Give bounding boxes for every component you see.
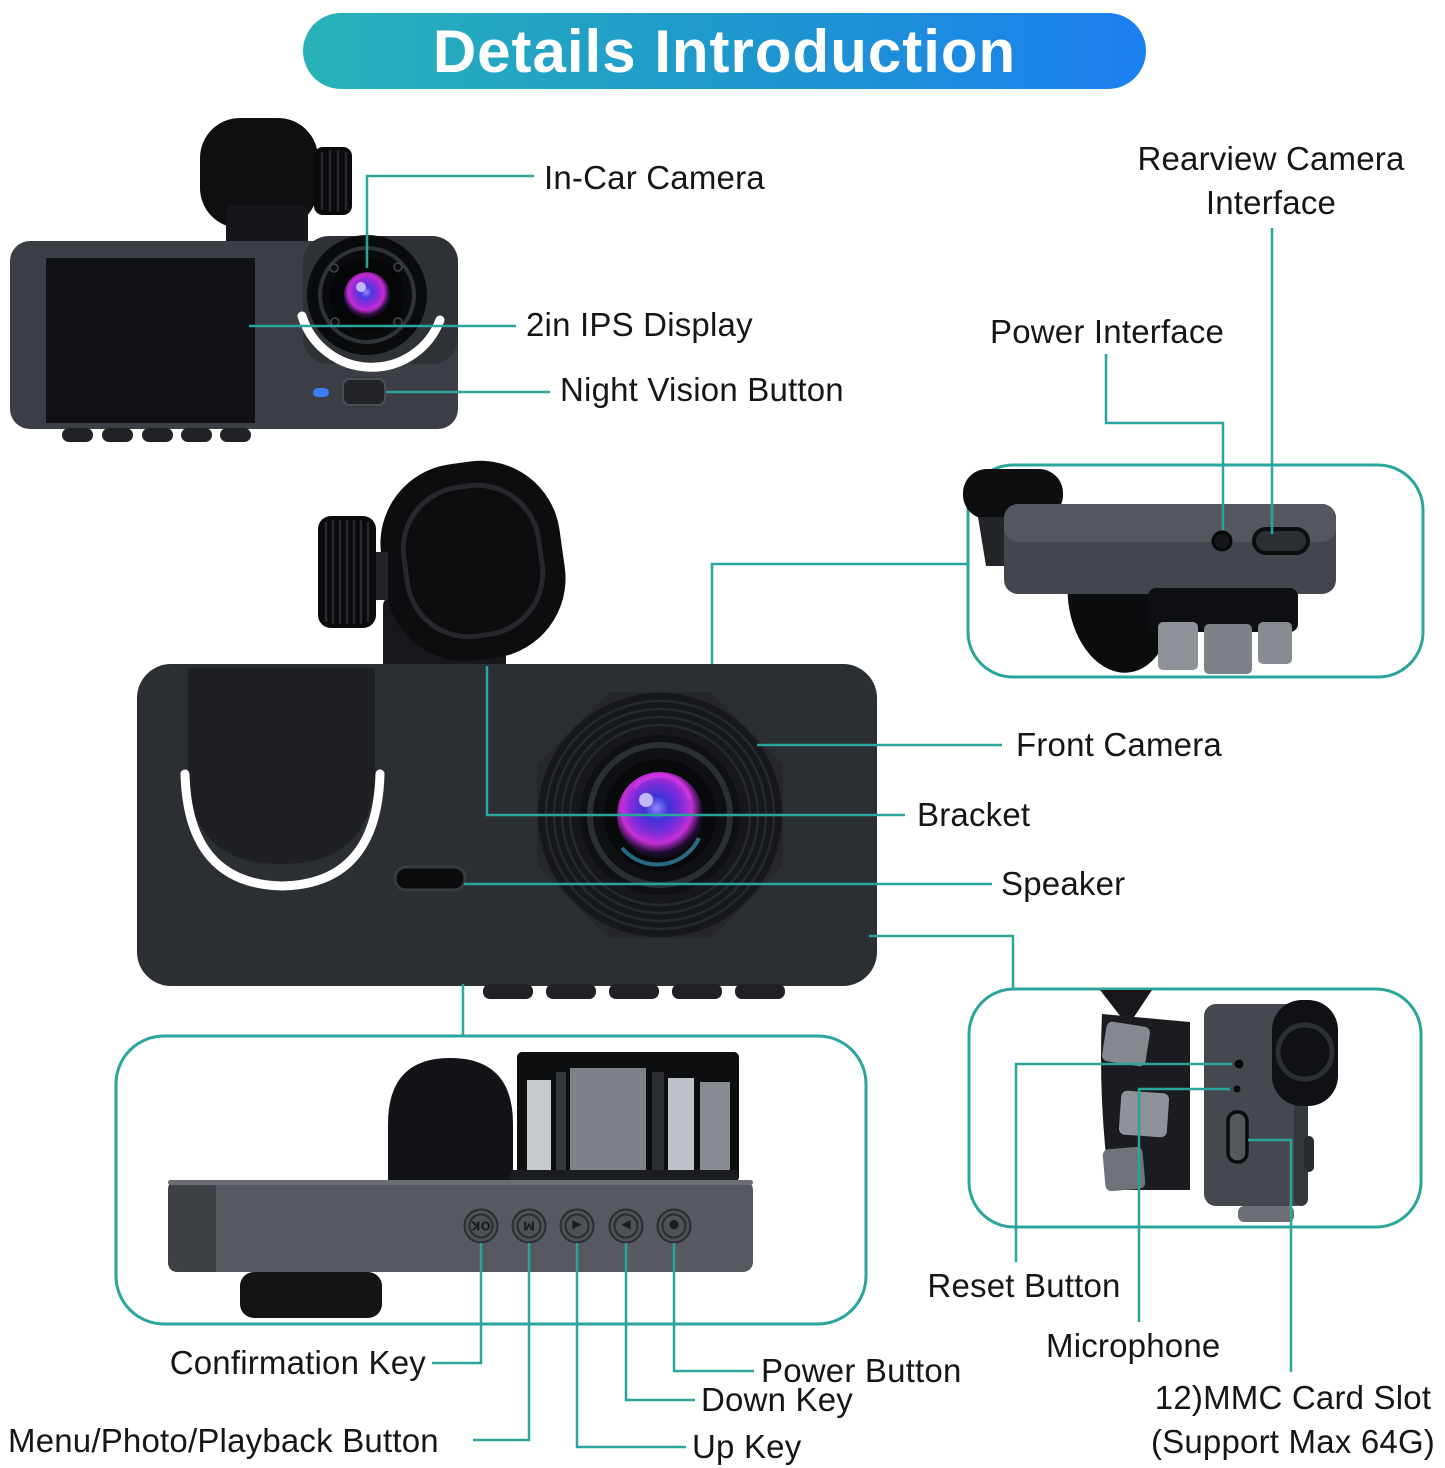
leader-in-car-camera	[365, 174, 534, 268]
rear-knob	[314, 147, 352, 215]
svg-text:◀: ◀	[572, 1219, 582, 1233]
label-power-button: Power Button	[761, 1352, 962, 1389]
label-rearview-camera-interface: Rearview Camera Interface	[1125, 137, 1417, 224]
label-up-key: Up Key	[692, 1428, 802, 1465]
label-speaker: Speaker	[1001, 865, 1126, 902]
label-ips-display: 2in IPS Display	[526, 306, 753, 343]
svg-text:M: M	[523, 1219, 535, 1233]
ips-display-screen	[46, 258, 255, 423]
connector-top-view	[710, 562, 968, 664]
rear-view-illustration	[10, 118, 458, 442]
leader-reset-button	[1014, 1062, 1232, 1262]
label-mmc-card-slot: 12)MMC Card Slot (Support Max 64G)	[1140, 1376, 1445, 1463]
menu-button: M	[511, 1208, 547, 1244]
leader-microphone	[1137, 1087, 1230, 1322]
speaker-slot	[393, 865, 467, 892]
side-view-illustration	[1100, 990, 1338, 1222]
top-view-illustration	[963, 469, 1336, 674]
bracket-suction-disc	[380, 460, 566, 662]
label-front-camera: Front Camera	[1016, 726, 1222, 763]
label-menu-button: Menu/Photo/Playback Button	[8, 1422, 439, 1459]
bottom-view-callout-box	[114, 1034, 868, 1326]
label-reset-button: Reset Button	[927, 1267, 1121, 1304]
svg-text:●: ●	[669, 1219, 679, 1233]
reset-button-hole	[1234, 1059, 1244, 1069]
label-power-interface: Power Interface	[990, 313, 1225, 350]
leader-down-key	[624, 1243, 695, 1402]
microphone-hole	[1233, 1085, 1241, 1093]
status-led	[313, 388, 329, 397]
top-view-callout-box	[966, 463, 1425, 679]
power-button-shape: ●	[656, 1208, 692, 1244]
label-microphone: Microphone	[1046, 1327, 1221, 1364]
down-key-button: ▶	[608, 1208, 644, 1244]
confirmation-key-button: OK	[463, 1208, 499, 1244]
leader-power-button	[672, 1243, 754, 1373]
label-rearview-line1: Rearview Camera	[1137, 140, 1405, 177]
bottom-view-illustration: OK M ◀ ▶ ●	[168, 1052, 753, 1318]
up-key-button: ◀	[559, 1208, 595, 1244]
title-banner: Details Introduction	[303, 13, 1146, 89]
leader-menu-button	[473, 1243, 531, 1442]
label-down-key: Down Key	[701, 1381, 854, 1418]
rearview-camera-port	[1252, 527, 1310, 555]
label-mmc-line2: (Support Max 64G)	[1150, 1422, 1435, 1460]
leader-power-interface	[1104, 354, 1225, 530]
night-vision-button-shape	[342, 378, 386, 406]
power-port	[1211, 530, 1233, 552]
svg-text:OK: OK	[471, 1219, 491, 1233]
mmc-card-slot-shape	[1226, 1110, 1249, 1164]
label-confirmation-key: Confirmation Key	[169, 1344, 426, 1381]
label-night-vision-button: Night Vision Button	[560, 371, 844, 408]
label-in-car-camera: In-Car Camera	[544, 159, 765, 196]
label-rearview-line2: Interface	[1205, 183, 1337, 221]
leader-up-key	[575, 1243, 686, 1449]
leader-lines	[249, 174, 1293, 1449]
svg-text:▶: ▶	[621, 1219, 631, 1233]
leader-confirmation-key	[432, 1243, 483, 1365]
side-view-callout-box	[967, 987, 1423, 1229]
page-title: Details Introduction	[432, 17, 1017, 85]
leader-bracket	[485, 666, 905, 817]
connector-side-view	[869, 934, 1015, 988]
front-view-illustration	[137, 460, 877, 999]
label-bracket: Bracket	[917, 796, 1031, 833]
label-mmc-line1: 12)MMC Card Slot	[1154, 1379, 1432, 1416]
leader-mmc-slot	[1248, 1138, 1293, 1372]
